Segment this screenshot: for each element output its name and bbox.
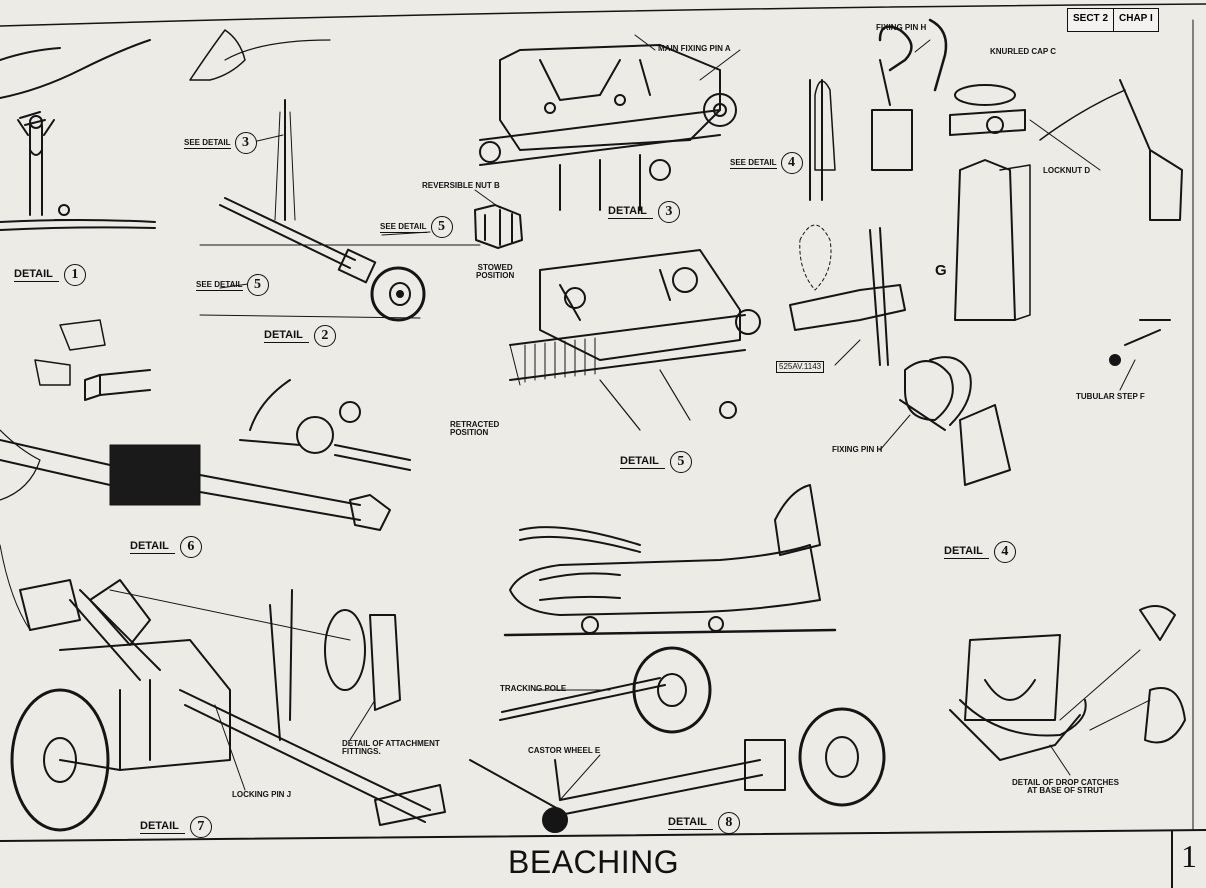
drop-catches-drawing: [949, 605, 1186, 761]
section-chapter-box: SECT 2 CHAP I: [1067, 8, 1159, 32]
detail-1-drawing: [0, 39, 156, 231]
detail-3-drawing: [479, 44, 737, 211]
aircraft-drawing: [503, 484, 837, 637]
locking-pin-label: LOCKING PIN J: [232, 790, 292, 799]
fixing-pin-h-top-label: FIXING PIN H: [876, 23, 927, 32]
detail-6-drawing: [0, 319, 411, 531]
retracted-position-label: RETRACTED POSITION: [450, 420, 500, 438]
part-number-label: 525AV.1143: [776, 361, 825, 374]
attachment-fittings-label: DETAIL OF ATTACHMENT FITTINGS.: [342, 739, 440, 757]
chap-field: CHAP I: [1113, 9, 1158, 31]
sect-field: SECT 2: [1073, 13, 1109, 24]
castor-wheel-label: CASTOR WHEEL E: [528, 746, 601, 755]
detail-5-drawing: [509, 249, 761, 431]
locknut-label: LOCKNUT D: [1043, 166, 1091, 175]
detail-2-drawing: [189, 29, 481, 322]
page-title: BEACHING: [508, 844, 680, 880]
fixing-pin-h-mid-label: FIXING PIN H: [832, 445, 883, 454]
drop-catches-label: DETAIL OF DROP CATCHES AT BASE OF STRUT: [1012, 778, 1119, 796]
reversible-nut-label: REVERSIBLE NUT B: [422, 181, 500, 190]
detail-4-drawing: [789, 18, 1183, 486]
page-number: 1: [1181, 838, 1197, 874]
detail-7-drawing: [0, 544, 446, 832]
detail-8-drawing: [469, 646, 886, 833]
g-letter-label: G: [935, 262, 947, 279]
stowed-position-label: STOWED POSITION: [476, 263, 515, 281]
main-fixing-pin-label: MAIN FIXING PIN A: [658, 44, 731, 53]
tracking-pole-label: TRACKING POLE: [500, 684, 567, 693]
reversible-nut-drawing: [474, 204, 523, 249]
knurled-cap-label: KNURLED CAP C: [990, 47, 1057, 56]
tubular-step-label: TUBULAR STEP F: [1076, 392, 1145, 401]
